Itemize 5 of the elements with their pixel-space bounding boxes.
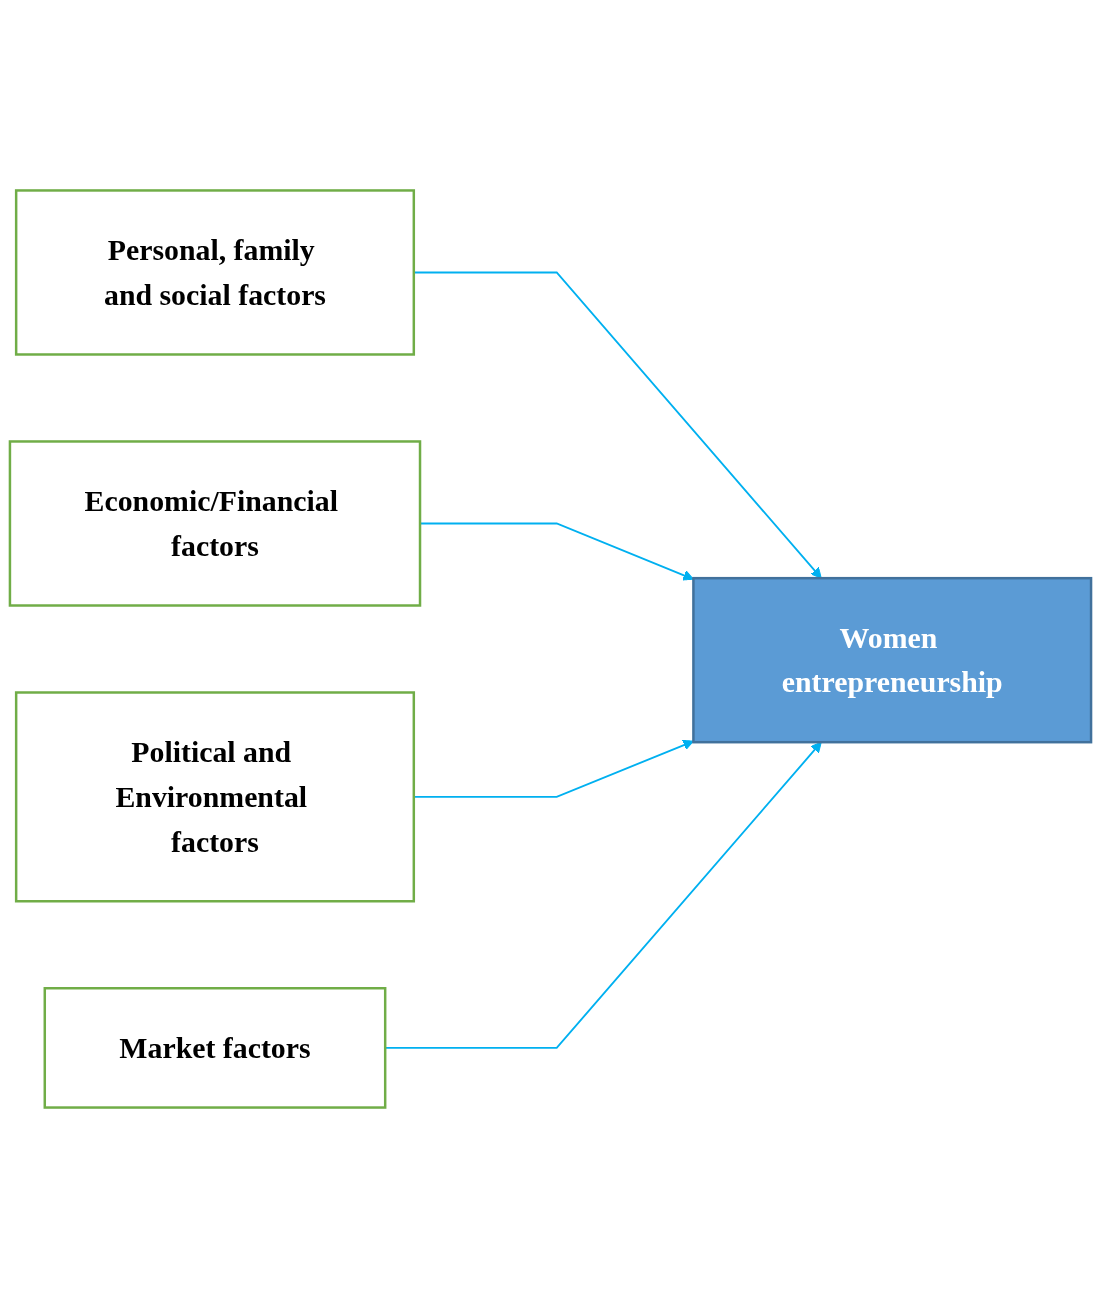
node-box: Women entrepreneurship	[692, 576, 1093, 744]
node-box: Political and Environmental factors	[14, 691, 416, 903]
node-box: Market factors	[43, 987, 387, 1109]
node-box: Economic/Financial factors	[8, 440, 422, 607]
node-box: Personal, family and social factors	[14, 189, 416, 356]
